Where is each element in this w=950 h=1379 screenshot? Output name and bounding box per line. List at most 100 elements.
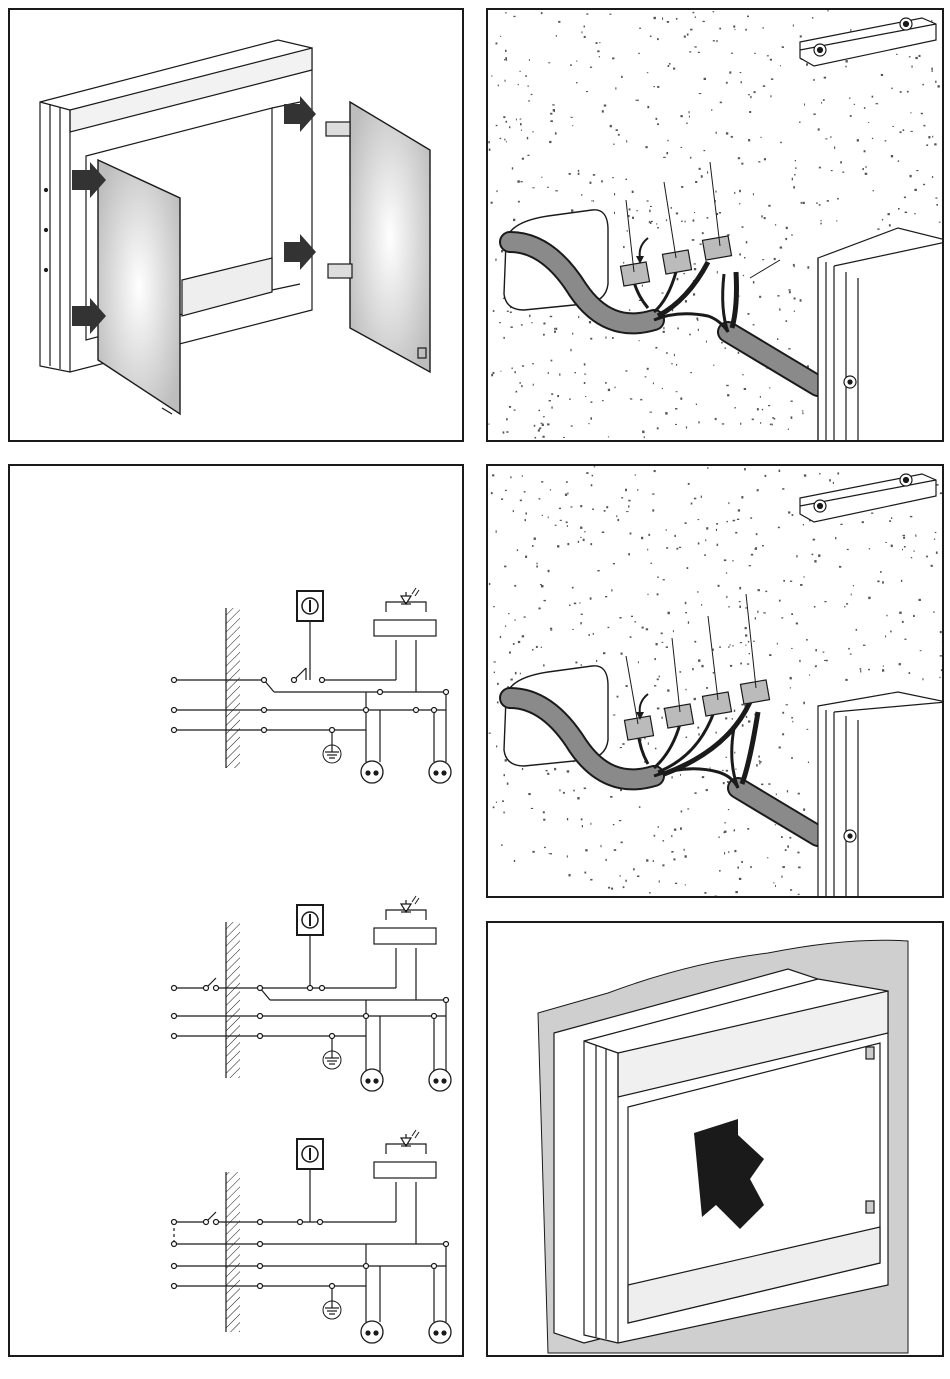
- wall-texture-dot: [676, 391, 678, 392]
- connector-clamp-icon: [620, 236, 731, 286]
- wall-texture-dot: [593, 633, 594, 635]
- wall-texture-dot: [532, 187, 534, 188]
- wall-texture-dot: [584, 531, 585, 532]
- wall-texture-dot: [657, 593, 659, 595]
- wall-texture-dot: [662, 864, 664, 866]
- wall-texture-dot: [510, 477, 511, 479]
- wall-texture-dot: [913, 615, 915, 617]
- wall-texture-dot: [868, 122, 869, 123]
- wall-texture-dot: [693, 12, 695, 14]
- wall-texture-dot: [698, 733, 699, 735]
- wall-texture-dot: [759, 760, 761, 762]
- wall-texture-dot: [812, 554, 814, 556]
- wall-texture-dot: [550, 120, 553, 122]
- wall-texture-dot: [885, 542, 887, 543]
- wall-texture-dot: [940, 655, 942, 656]
- wall-texture-dot: [505, 12, 507, 13]
- wall-texture-dot: [616, 129, 618, 131]
- wall-texture-dot: [578, 173, 580, 175]
- wall-texture-dot: [865, 173, 868, 175]
- wall-texture-dot: [614, 193, 615, 195]
- wall-texture-dot: [868, 597, 870, 599]
- wall-texture-dot: [538, 429, 540, 431]
- wall-texture-dot: [525, 75, 527, 77]
- wall-texture-dot: [621, 76, 623, 78]
- wall-texture-dot: [647, 368, 649, 370]
- wall-texture-dot: [877, 228, 879, 229]
- wall-texture-dot: [762, 27, 764, 28]
- wall-texture-dot: [799, 660, 800, 662]
- wall-texture-dot: [798, 793, 800, 795]
- wall-texture-dot: [866, 166, 867, 168]
- wall-texture-dot: [934, 143, 936, 145]
- wall-texture-dot: [659, 880, 660, 882]
- wall-texture-dot: [935, 532, 937, 533]
- wall-texture-dot: [654, 658, 656, 660]
- wall-texture-dot: [804, 104, 805, 106]
- wall-texture-dot: [509, 126, 510, 128]
- wall-texture-dot: [567, 770, 570, 772]
- wall-texture-dot: [798, 894, 800, 895]
- wall-texture-dot: [550, 113, 552, 115]
- wall-texture-dot: [491, 75, 492, 76]
- wall-texture-dot: [737, 519, 739, 520]
- wall-texture-dot: [746, 241, 748, 243]
- wall-texture-dot: [782, 866, 785, 868]
- wall-texture-dot: [772, 417, 773, 419]
- wall-texture-dot: [576, 82, 577, 83]
- wall-texture-dot: [559, 508, 561, 509]
- wall-texture-dot: [584, 374, 586, 375]
- wall-texture-dot: [543, 664, 545, 666]
- wall-texture-dot: [688, 621, 689, 624]
- wall-texture-dot: [716, 132, 717, 134]
- wall-texture-dot: [821, 102, 822, 104]
- wall-texture-dot: [745, 607, 747, 608]
- wall-texture-dot: [753, 641, 755, 642]
- wall-texture-dot: [546, 770, 548, 771]
- wall-texture-dot: [864, 107, 866, 109]
- wall-texture-dot: [648, 534, 650, 536]
- wall-texture-dot: [760, 396, 761, 398]
- wall-texture-dot: [851, 594, 852, 596]
- wall-texture-dot: [671, 363, 673, 364]
- wall-texture-dot: [551, 360, 553, 362]
- wall-texture-dot: [499, 322, 501, 323]
- wall-texture-dot: [791, 757, 793, 759]
- wall-texture-dot: [548, 62, 550, 63]
- wall-texture-dot: [739, 253, 741, 255]
- wall-texture-dot: [676, 548, 678, 550]
- wall-texture-dot: [616, 515, 617, 517]
- wall-texture-dot: [814, 560, 816, 562]
- wall-texture-dot: [527, 155, 529, 156]
- wall-texture-dot: [578, 541, 579, 543]
- wall-texture-dot: [590, 543, 592, 545]
- wall-texture-dot: [813, 79, 814, 81]
- wall-texture-dot: [693, 293, 695, 295]
- wall-texture-dot: [531, 94, 533, 95]
- wall-texture-dot: [763, 612, 766, 613]
- wall-texture-dot: [757, 408, 759, 410]
- wall-texture-dot: [503, 337, 505, 339]
- wall-texture-dot: [786, 320, 788, 322]
- wall-texture-dot: [776, 793, 777, 795]
- wall-texture-dot: [493, 806, 495, 808]
- wall-texture-dot: [770, 424, 772, 426]
- wall-texture-dot: [847, 549, 849, 550]
- wall-texture-dot: [775, 885, 776, 887]
- wall-texture-dot: [567, 818, 568, 820]
- wall-texture-dot: [920, 650, 922, 651]
- wall-texture-dot: [488, 141, 489, 143]
- wall-texture-dot: [706, 789, 708, 791]
- wall-texture-dot: [844, 606, 845, 608]
- wall-texture-dot: [583, 539, 585, 541]
- wall-texture-dot: [926, 556, 928, 558]
- wall-texture-dot: [547, 773, 549, 775]
- wall-texture-dot: [891, 545, 893, 548]
- wall-texture-dot: [611, 589, 612, 591]
- wall-texture-dot: [707, 217, 709, 219]
- wall-texture-dot: [695, 792, 697, 794]
- wall-texture-dot: [543, 334, 545, 336]
- wall-texture-dot: [753, 281, 755, 283]
- wall-texture-dot: [742, 374, 743, 375]
- wall-texture-dot: [521, 130, 522, 131]
